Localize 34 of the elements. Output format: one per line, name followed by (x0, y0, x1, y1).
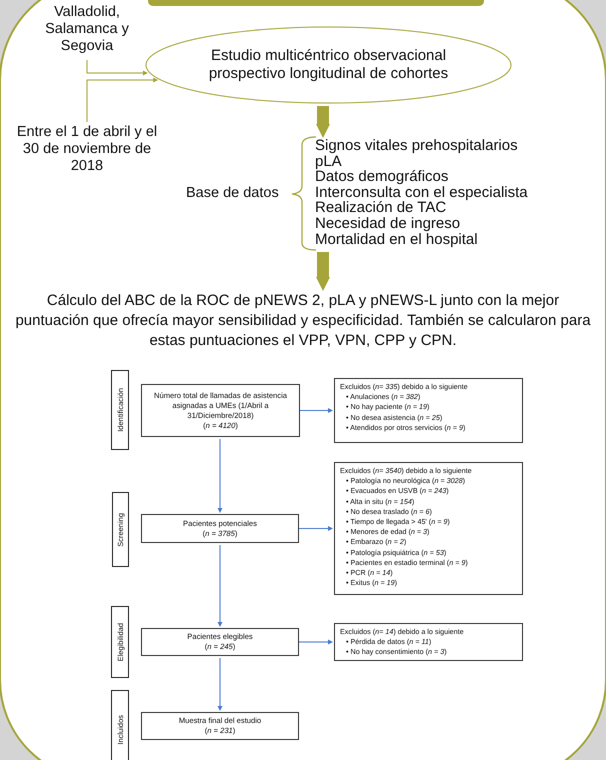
list-item: Signos vitales prehospitalarios (315, 138, 519, 154)
arrow (300, 408, 333, 413)
arrow (218, 438, 222, 513)
arrow (298, 526, 333, 531)
process-box (141, 712, 299, 740)
exclusion-box (334, 378, 523, 443)
arrow (86, 78, 158, 122)
block-arrow (316, 106, 330, 138)
arrow (218, 544, 222, 627)
node-text: Estudio multicéntrico observacional prospectivo longitudinal de cohortes (208, 47, 450, 83)
block-arrow (316, 252, 330, 291)
process-box (141, 384, 300, 437)
annotation-text: Entre el 1 de abril y el 30 de noviembre de 2018 (7, 124, 167, 178)
process-box (141, 514, 299, 543)
list-item: Necesidad de ingreso (315, 216, 462, 232)
list-item: Datos demográficos (315, 169, 450, 185)
process-box (141, 628, 299, 656)
summary-text: Cálculo del ABC de la ROC de pNEWS 2, pLA y pNEWS-L junto con la mejor puntuación que ofrecía mayor sensibilidad y especificidad. También se calcularon para estas puntuaciones el VPP, VPN, CPP y CPN. (13, 291, 593, 353)
list-item: pLA (315, 154, 342, 170)
arrow (298, 640, 333, 644)
arrow (218, 658, 222, 711)
study-ellipse (145, 26, 512, 104)
list-item: Interconsulta con el especialista (315, 184, 529, 200)
stage-box (111, 690, 129, 760)
exclusion-box (334, 462, 523, 595)
list-item: Mortalidad en el hospital (315, 232, 479, 248)
stage-box (111, 370, 129, 450)
exclusion-box (334, 623, 523, 661)
annotation-text: Valladolid, Salamanca y Segovia (17, 4, 157, 58)
stage-box (112, 492, 129, 567)
bracket-label: Base de datos (186, 185, 279, 201)
stage-box (111, 606, 129, 678)
list-item: Realización de TAC (315, 200, 448, 216)
arrow (86, 60, 148, 76)
